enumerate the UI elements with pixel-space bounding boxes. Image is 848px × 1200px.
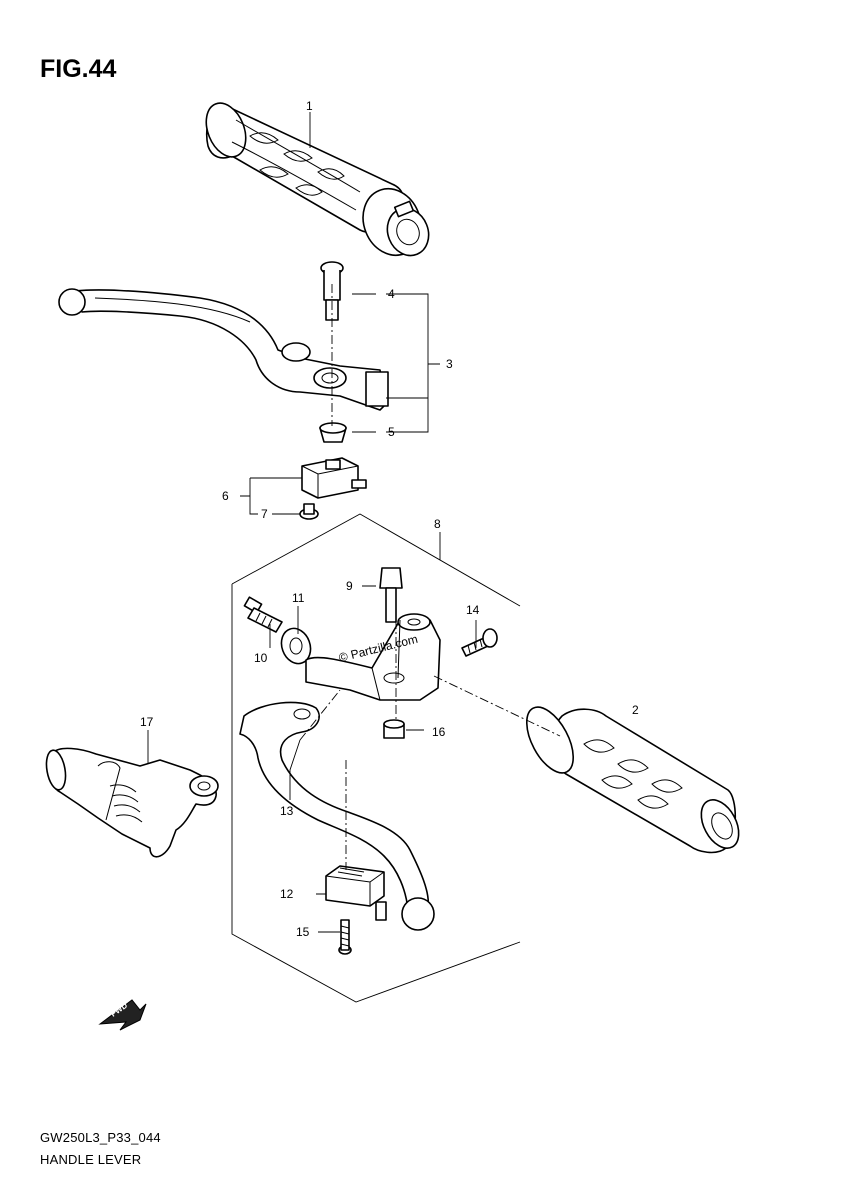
holder-screw[interactable] — [461, 628, 498, 657]
callout-14: 14 — [466, 603, 480, 617]
adjuster-nut[interactable] — [277, 624, 316, 667]
callout-17: 17 — [140, 715, 154, 729]
callout-8: 8 — [434, 517, 441, 531]
callout-7: 7 — [261, 507, 268, 521]
brake-lever[interactable] — [58, 288, 389, 411]
clutch-lever[interactable] — [239, 701, 435, 931]
figure-code: GW250L3_P33_044 — [40, 1130, 161, 1145]
forward-direction-icon: FWD — [98, 999, 147, 1031]
callout-12: 12 — [280, 887, 294, 901]
lever-bolt[interactable] — [379, 567, 403, 623]
callout-16: 16 — [432, 725, 446, 739]
clutch-lever-holder[interactable] — [305, 613, 441, 701]
assembly-outline — [231, 513, 521, 1003]
callout-11: 11 — [292, 591, 305, 605]
callout-1: 1 — [306, 99, 313, 113]
throttle-grip[interactable] — [199, 97, 436, 264]
figure-name: HANDLE LEVER — [40, 1152, 142, 1167]
callout-10: 10 — [254, 651, 268, 665]
callout-6: 6 — [222, 489, 229, 503]
clutch-switch[interactable] — [325, 865, 387, 921]
callout-5: 5 — [388, 425, 395, 439]
adjuster-bolt[interactable] — [243, 596, 283, 633]
lock-nut[interactable] — [319, 422, 347, 443]
callout-15: 15 — [296, 925, 310, 939]
clutch-switch-screw[interactable] — [338, 919, 352, 955]
switch-screw[interactable] — [299, 503, 319, 520]
left-grip[interactable] — [517, 700, 746, 855]
callout-3: 3 — [446, 357, 453, 371]
callout-2: 2 — [632, 703, 639, 717]
brake-light-switch[interactable] — [301, 457, 367, 499]
throttle-housing[interactable] — [44, 747, 219, 858]
callout-9: 9 — [346, 579, 353, 593]
leader-lines — [147, 112, 477, 933]
figure-title: FIG.44 — [40, 55, 117, 83]
callout-13: 13 — [280, 804, 294, 818]
pivot-nut[interactable] — [383, 719, 405, 739]
callout-4: 4 — [388, 287, 395, 301]
centerline-8 — [299, 620, 561, 870]
